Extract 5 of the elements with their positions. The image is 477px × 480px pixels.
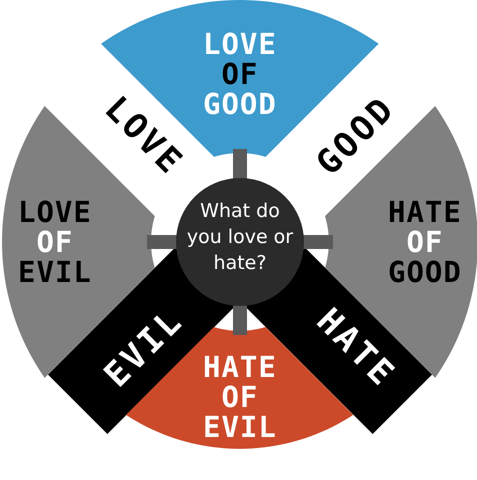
segment-label: LOVE OF GOOD <box>202 29 277 119</box>
segment-label: HATE OF GOOD <box>388 196 462 287</box>
segment-label: HATE OF EVIL <box>202 352 277 442</box>
segment-label: LOVE OF EVIL <box>18 196 92 287</box>
center-question: What do you love or hate? <box>186 199 294 276</box>
